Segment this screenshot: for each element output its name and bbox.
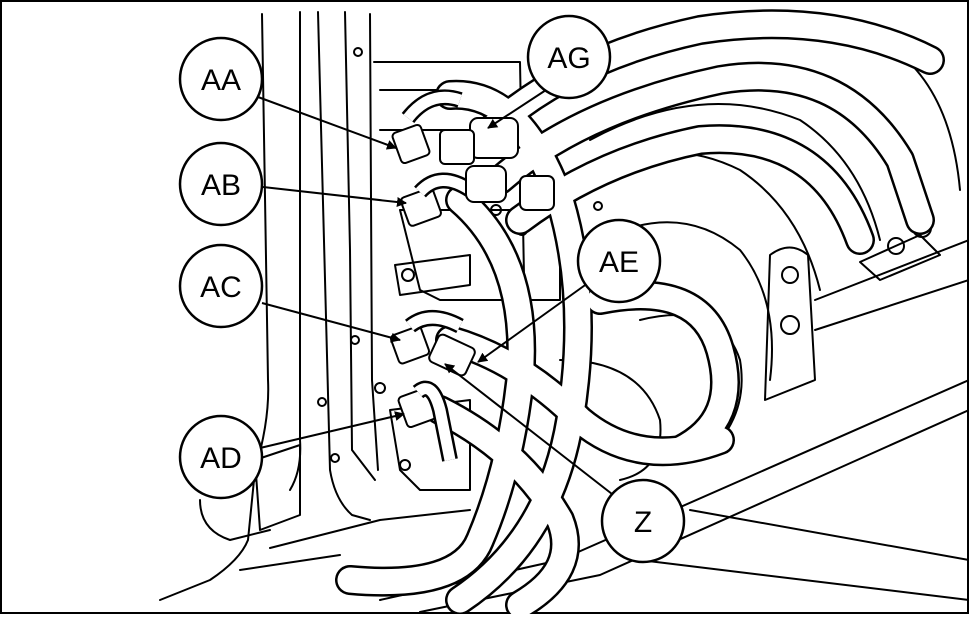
fitting-mid bbox=[465, 165, 555, 211]
leader-aa bbox=[257, 96, 397, 150]
callout-aa-label: AA bbox=[201, 64, 241, 97]
leader-ae bbox=[477, 282, 589, 363]
fitting-aa bbox=[391, 89, 463, 165]
leader-ag bbox=[487, 89, 547, 129]
fittings bbox=[389, 89, 555, 462]
machine-linework bbox=[159, 11, 969, 613]
callout-ac-label: AC bbox=[200, 271, 242, 304]
callout-ad: AD bbox=[178, 414, 264, 500]
fitting-ag bbox=[439, 117, 519, 165]
leader-ad bbox=[259, 411, 405, 449]
callout-aa: AA bbox=[178, 36, 264, 122]
callout-ab: AB bbox=[178, 141, 264, 227]
callouts: AA AG AB AE AC AD Z bbox=[178, 14, 686, 564]
callout-z: Z bbox=[600, 478, 686, 564]
callout-z-label: Z bbox=[634, 506, 652, 539]
leader-ac bbox=[261, 302, 401, 343]
leader-z bbox=[444, 363, 613, 495]
callout-ae: AE bbox=[576, 218, 662, 304]
callout-ab-label: AB bbox=[201, 169, 241, 202]
callout-ag: AG bbox=[526, 14, 612, 100]
callout-ad-label: AD bbox=[200, 442, 242, 475]
leader-ab bbox=[262, 186, 407, 207]
callout-ag-label: AG bbox=[547, 42, 590, 75]
callout-ac: AC bbox=[178, 243, 264, 329]
leader-lines bbox=[257, 89, 613, 495]
fitting-ad bbox=[397, 380, 458, 462]
callout-ae-label: AE bbox=[599, 246, 639, 279]
